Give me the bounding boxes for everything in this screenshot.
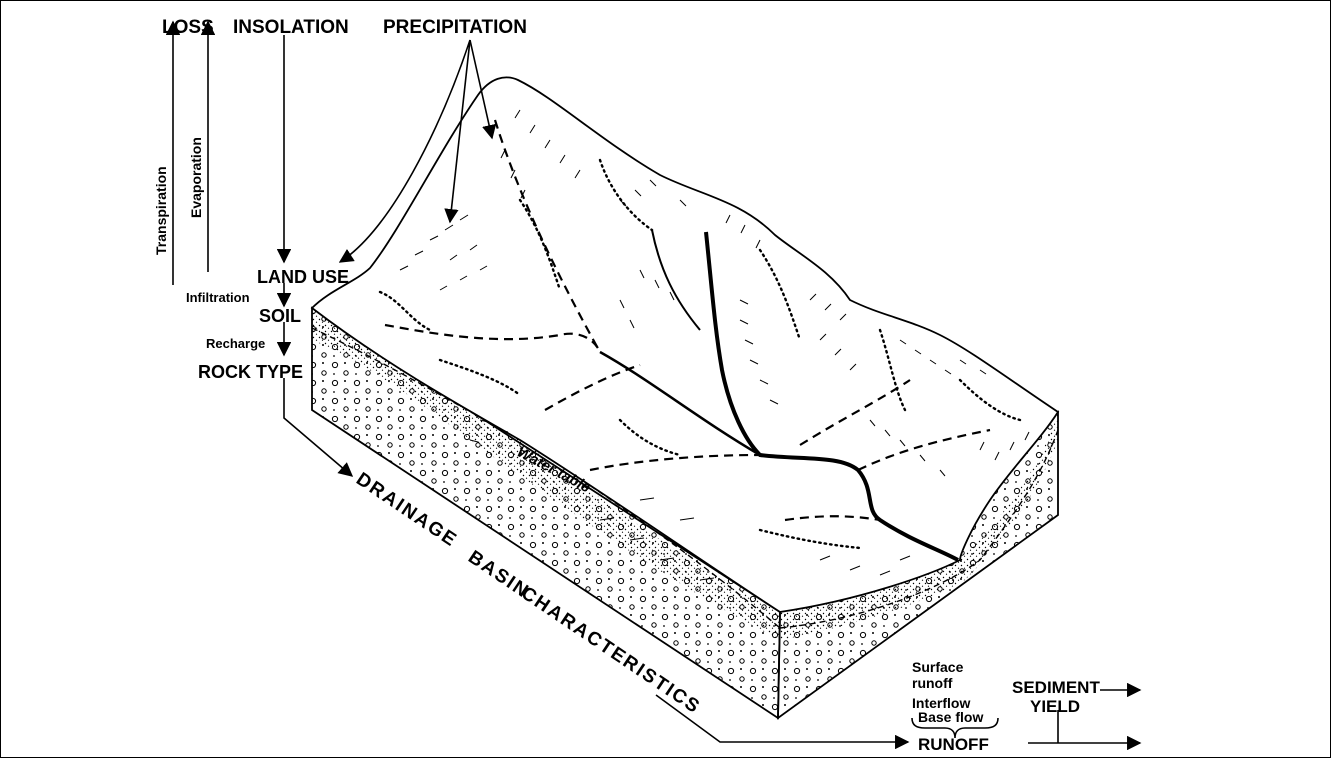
runoff-label: RUNOFF [918, 735, 989, 754]
surface-runoff-label-1: Surface [912, 659, 964, 675]
rock-type-label: ROCK TYPE [198, 362, 303, 382]
sediment-label: SEDIMENT [1012, 678, 1100, 697]
surface-runoff-label-2: runoff [912, 675, 953, 691]
basin-block [312, 77, 1058, 718]
insolation-label: INSOLATION [233, 17, 349, 38]
recharge-label: Recharge [206, 336, 265, 351]
land-use-label: LAND USE [257, 267, 349, 287]
soil-label: SOIL [259, 306, 301, 326]
base-flow-label: Base flow [918, 709, 983, 725]
precipitation-label: PRECIPITATION [383, 17, 527, 38]
evaporation-label: Evaporation [188, 137, 204, 218]
yield-label: YIELD [1030, 697, 1080, 716]
transpiration-label: Transpiration [153, 166, 169, 255]
loss-label: LOSS [162, 17, 214, 38]
infiltration-label: Infiltration [186, 290, 250, 305]
